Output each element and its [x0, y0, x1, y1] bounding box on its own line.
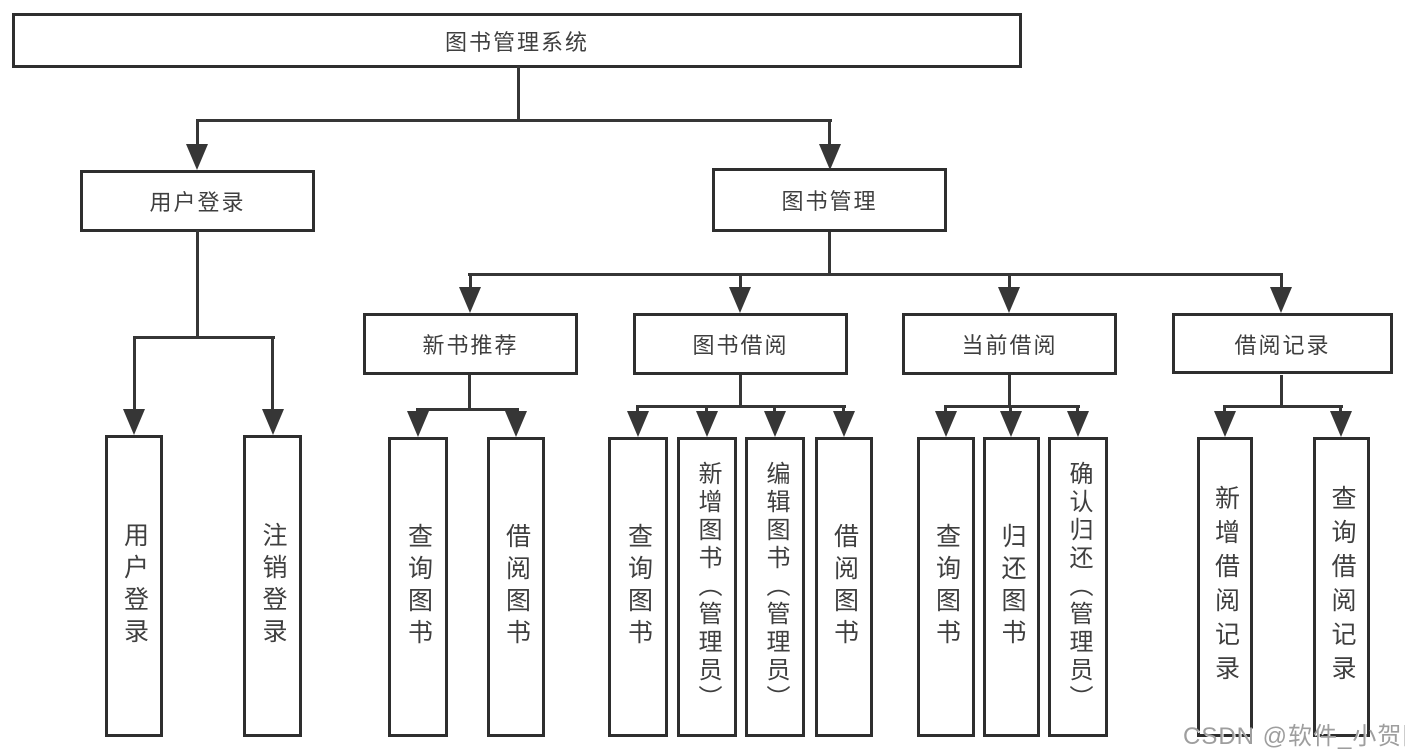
connector-trunk [1280, 375, 1283, 408]
connector-stem [1280, 273, 1283, 289]
leaf-edit-book-admin-label: 编辑图书（管理员） [762, 461, 789, 713]
connector-hline [468, 273, 1283, 276]
node-current-borrowing-label: 当前借阅 [961, 333, 1058, 358]
leaf-query-books-recommend: 查询图书 [388, 437, 448, 737]
leaf-query-books-current-label: 查询图书 [932, 523, 961, 651]
node-book-management: 图书管理 [712, 168, 947, 232]
connector-hline [1223, 405, 1343, 408]
node-root: 图书管理系统 [12, 13, 1022, 68]
node-new-book-recommend-label: 新书推荐 [422, 333, 519, 358]
watermark: CSDN @软件_小贺同学 [1183, 723, 1405, 750]
connector-stem [944, 405, 947, 414]
connector-hline [133, 336, 275, 339]
leaf-return-books: 归还图书 [983, 437, 1040, 737]
leaf-confirm-return-admin: 确认归还（管理员） [1048, 437, 1108, 737]
leaf-query-books-current: 查询图书 [917, 437, 975, 737]
connector-stem [705, 405, 708, 414]
arrow-down-icon [1067, 411, 1089, 437]
arrow-down-icon [1330, 411, 1352, 437]
node-user-login-label: 用户登录 [149, 190, 246, 215]
connector-stem [1339, 405, 1342, 414]
connector-hline [636, 405, 846, 408]
arrow-down-icon [407, 411, 429, 437]
node-borrow-records-label: 借阅记录 [1234, 332, 1331, 358]
arrow-down-icon [819, 144, 841, 170]
arrow-down-icon [1270, 287, 1292, 313]
connector-stem [1076, 405, 1079, 414]
leaf-user-login: 用户登录 [105, 435, 163, 737]
arrow-down-icon [764, 411, 786, 437]
connector-hline [416, 408, 519, 411]
arrow-down-icon [123, 409, 145, 435]
leaf-edit-book-admin: 编辑图书（管理员） [745, 437, 805, 737]
leaf-query-books-recommend-label: 查询图书 [404, 523, 433, 651]
arrow-down-icon [505, 411, 527, 437]
leaf-add-book-admin: 新增图书（管理员） [677, 437, 737, 737]
leaf-query-borrow-record-label: 查询借阅记录 [1328, 485, 1356, 689]
connector-stem [739, 273, 742, 289]
leaf-user-login-label: 用户登录 [120, 522, 149, 650]
connector-root-hline [196, 119, 832, 122]
connector-stem [636, 405, 639, 414]
node-root-label: 图书管理系统 [444, 29, 589, 55]
node-borrow-records: 借阅记录 [1172, 313, 1393, 374]
arrow-down-icon [627, 411, 649, 437]
connector-trunk [828, 232, 831, 276]
leaf-add-borrow-record: 新增借阅记录 [1197, 437, 1253, 737]
arrow-down-icon [459, 287, 481, 313]
arrow-down-icon [1214, 411, 1236, 437]
leaf-query-books-borrowing-label: 查询图书 [624, 523, 653, 651]
connector-trunk [196, 230, 199, 339]
arrow-down-icon [729, 287, 751, 313]
connector-stem [828, 119, 831, 147]
connector-stem [1009, 405, 1012, 414]
node-book-management-label: 图书管理 [781, 189, 878, 214]
leaf-borrow-books-borrowing: 借阅图书 [815, 437, 873, 737]
leaf-borrow-books-recommend: 借阅图书 [487, 437, 545, 737]
arrow-down-icon [935, 411, 957, 437]
connector-trunk [468, 375, 471, 411]
node-new-book-recommend: 新书推荐 [363, 313, 578, 375]
connector-stem [773, 405, 776, 414]
arrow-down-icon [833, 411, 855, 437]
leaf-logout-label: 注销登录 [259, 522, 287, 650]
connector-root-trunk [517, 66, 520, 122]
connector-trunk [739, 375, 742, 408]
connector-stem [842, 405, 845, 414]
leaf-add-book-admin-label: 新增图书（管理员） [694, 461, 721, 713]
connector-stem [271, 336, 274, 411]
arrow-down-icon [696, 411, 718, 437]
arrow-down-icon [1000, 411, 1022, 437]
node-book-borrowing: 图书借阅 [633, 313, 848, 375]
leaf-query-borrow-record: 查询借阅记录 [1313, 437, 1370, 737]
connector-hline [944, 405, 1080, 408]
leaf-borrow-books-recommend-label: 借阅图书 [502, 523, 531, 651]
connector-stem [469, 273, 472, 289]
connector-stem [133, 336, 136, 411]
connector-stem [1223, 405, 1226, 414]
leaf-confirm-return-admin-label: 确认归还（管理员） [1065, 461, 1092, 713]
connector-trunk [1008, 375, 1011, 408]
leaf-logout: 注销登录 [243, 435, 302, 737]
leaf-return-books-label: 归还图书 [998, 523, 1026, 651]
arrow-down-icon [262, 409, 284, 435]
connector-stem [196, 119, 199, 147]
node-current-borrowing: 当前借阅 [902, 313, 1117, 375]
arrow-down-icon [186, 144, 208, 170]
arrow-down-icon [998, 287, 1020, 313]
node-book-borrowing-label: 图书借阅 [692, 333, 789, 358]
connector-stem [1008, 273, 1011, 289]
node-user-login: 用户登录 [80, 170, 315, 232]
leaf-add-borrow-record-label: 新增借阅记录 [1211, 485, 1240, 689]
leaf-borrow-books-borrowing-label: 借阅图书 [830, 523, 859, 651]
leaf-query-books-borrowing: 查询图书 [608, 437, 668, 737]
